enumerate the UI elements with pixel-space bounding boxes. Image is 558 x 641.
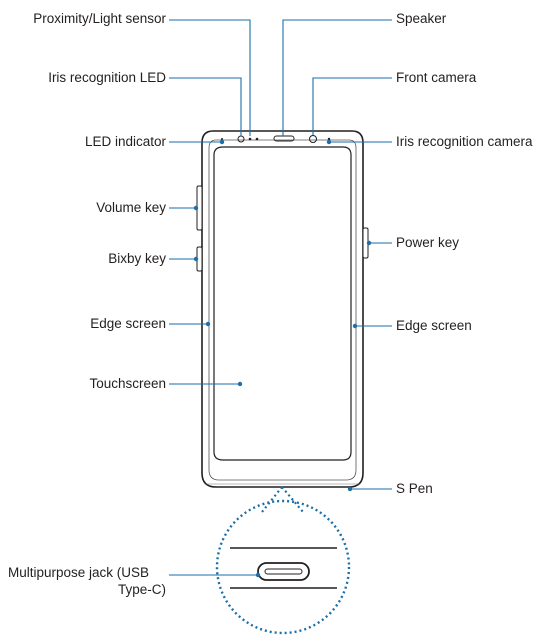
label-proximity-light-sensor: Proximity/Light sensor [33, 11, 166, 26]
label-led-indicator: LED indicator [84, 134, 166, 149]
usb-port-icon [257, 562, 310, 581]
callout-lines [169, 19, 392, 576]
label-front-camera: Front camera [396, 70, 477, 85]
led-indicator-icon [221, 138, 223, 140]
label-touchscreen: Touchscreen [89, 376, 166, 391]
iris-camera-icon [327, 137, 331, 141]
callout-dots [193, 139, 372, 492]
phone-body [201, 130, 364, 488]
label-edge-screen-left: Edge screen [90, 316, 166, 331]
label-edge-screen-right: Edge screen [396, 318, 472, 333]
iris-led-icon [237, 135, 245, 143]
side-keys [196, 185, 369, 272]
front-camera-icon [309, 135, 317, 143]
usb-jack-zoom [215, 486, 351, 635]
label-iris-recognition-led: Iris recognition LED [48, 70, 166, 85]
proximity-sensor-icon [248, 137, 252, 141]
label-s-pen: S Pen [396, 481, 433, 496]
top-sensors [221, 135, 331, 143]
label-multipurpose-jack-line1: Multipurpose jack (USB [8, 565, 150, 580]
label-iris-recognition-camera: Iris recognition camera [396, 134, 533, 149]
label-bixby-key: Bixby key [108, 251, 166, 266]
label-multipurpose-jack-line2: Type-C) [117, 582, 166, 597]
label-speaker: Speaker [396, 11, 447, 26]
label-volume-key: Volume key [96, 200, 166, 215]
label-power-key: Power key [396, 235, 460, 250]
speaker-grille-icon [273, 135, 295, 142]
